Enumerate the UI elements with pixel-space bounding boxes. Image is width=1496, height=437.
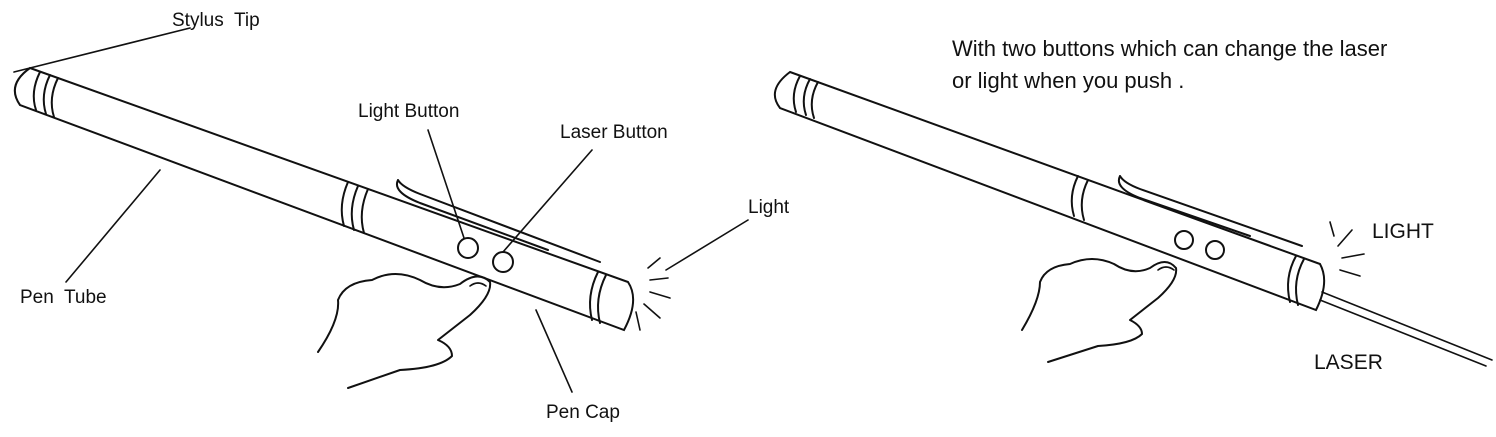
caption-line-1: With two buttons which can change the la… — [952, 36, 1388, 61]
left-stylus-ring — [32, 71, 41, 111]
right-pen — [773, 70, 1493, 367]
caption-line-2: or light when you push . — [952, 68, 1185, 93]
left-cap-ring — [589, 271, 599, 321]
left-pen-tube — [13, 66, 635, 332]
leader-light-button — [427, 129, 465, 239]
label-laser: LASER — [1314, 351, 1383, 374]
leader-light — [665, 219, 749, 271]
laser-beam — [1319, 291, 1493, 367]
label-light-button: Light Button — [358, 101, 460, 122]
label-light-caps: LIGHT — [1372, 220, 1434, 243]
left-light-rays — [635, 257, 671, 331]
label-pen-tube: Pen Tube — [20, 287, 107, 308]
left-pen — [13, 27, 749, 393]
left-laser-button — [492, 251, 514, 273]
right-laser-button — [1205, 240, 1225, 260]
left-hand — [317, 273, 492, 389]
leader-laser-button — [502, 149, 593, 253]
right-light-rays — [1329, 221, 1365, 277]
label-light: Light — [748, 197, 790, 218]
label-pen-cap: Pen Cap — [546, 402, 620, 423]
right-light-button — [1174, 230, 1194, 250]
leader-pen-cap — [535, 309, 573, 393]
left-light-button — [457, 237, 479, 259]
left-middle-ring — [340, 181, 349, 227]
label-stylus-tip: Stylus Tip — [172, 10, 260, 31]
left-pen-clip — [396, 179, 601, 263]
leader-stylus-tip — [13, 27, 191, 73]
leader-pen-tube — [65, 169, 161, 283]
right-hand — [1021, 258, 1178, 363]
right-pen-clip — [1118, 175, 1303, 247]
label-laser-button: Laser Button — [560, 122, 668, 143]
right-pen-tube — [773, 70, 1326, 312]
